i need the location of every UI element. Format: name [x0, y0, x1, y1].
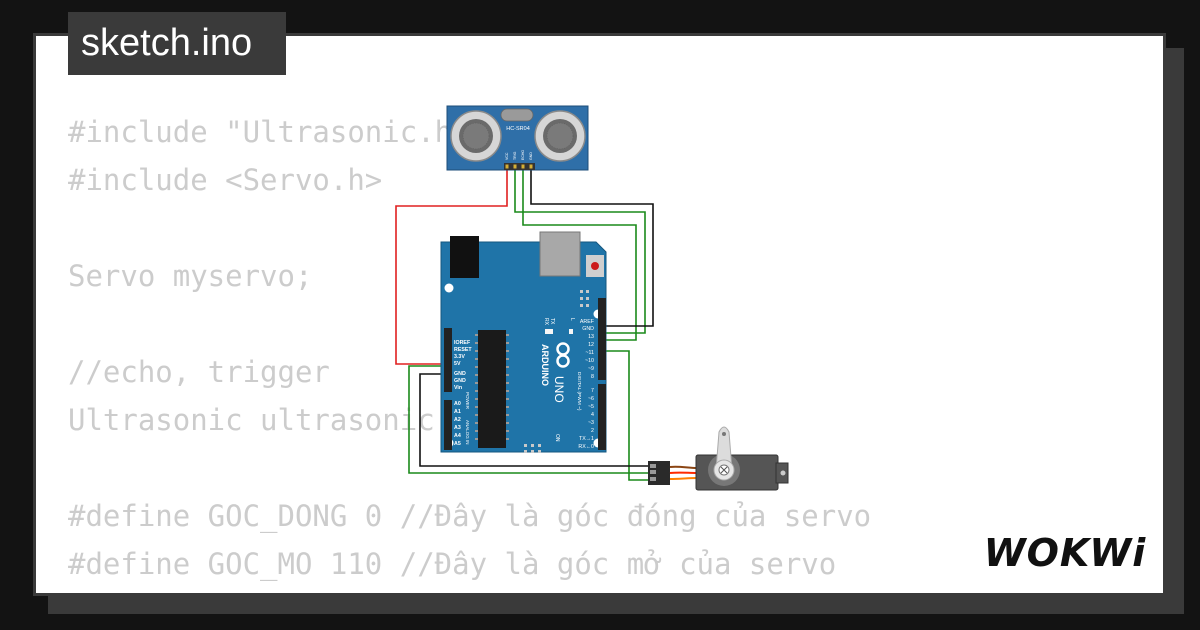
- code-line: #include "Ultrasonic.h": [68, 115, 470, 149]
- wire-trig: [514, 168, 646, 334]
- arduino-uno-board: IOREF RESET 3.3V 5V GND GND Vin A0 A1 A2…: [440, 231, 607, 453]
- digital-pin-label: ~9: [588, 366, 594, 372]
- led-label: L: [569, 318, 575, 321]
- digital-section-label: DIGITAL (PWM ~): [576, 372, 582, 411]
- board-logo: ARDUINO: [540, 344, 550, 386]
- sensor-pin-label: ECHO: [521, 150, 525, 160]
- power-pin-label: 3.3V: [454, 354, 465, 360]
- analog-pin-label: A1: [454, 409, 461, 415]
- analog-pin-label: A4: [454, 433, 461, 439]
- wokwi-logo: WOKWi: [984, 531, 1147, 575]
- digital-pin-label: 4: [591, 412, 594, 418]
- digital-pin-label: ~6: [588, 396, 594, 402]
- sensor-model-label: HC-SR04: [506, 126, 530, 132]
- digital-pin-label: 8: [591, 374, 594, 380]
- analog-pin-label: A3: [454, 425, 461, 431]
- digital-pin-label: ~3: [588, 420, 594, 426]
- wire-servo-power: [408, 365, 650, 474]
- analog-section-label: ANALOG IN: [465, 420, 470, 445]
- on-label: ON: [554, 434, 560, 442]
- power-pin-label: RESET: [454, 347, 472, 353]
- code-line: #define GOC_DONG 0 //Đây là góc đóng của…: [68, 499, 872, 533]
- wire-servo-gnd: [419, 373, 650, 467]
- ultrasonic-sensor: HC-SR04 VCC TRIG ECHO GND: [446, 105, 589, 171]
- digital-pin-label: 12: [588, 342, 594, 348]
- digital-pin-label: TX→1: [579, 436, 594, 442]
- power-pin-label: Vin: [454, 385, 462, 391]
- led-label: TX: [549, 318, 555, 325]
- wire-vcc: [395, 168, 508, 365]
- wires: [395, 168, 654, 481]
- analog-pin-label: A0: [454, 401, 461, 407]
- sensor-pin-label: GND: [529, 152, 533, 160]
- digital-pin-label: RX←0: [578, 444, 594, 450]
- digital-pin-label: AREF: [580, 319, 595, 325]
- sensor-pin-label: VCC: [505, 152, 509, 160]
- wire-gnd: [530, 168, 654, 327]
- code-line: Servo myservo;: [68, 259, 313, 293]
- digital-pin-label: 7: [591, 388, 594, 394]
- digital-pin-label: 2: [591, 428, 594, 434]
- servo-motor: [648, 426, 789, 491]
- digital-pin-label: 13: [588, 334, 594, 340]
- power-pin-label: GND: [454, 378, 466, 384]
- code-line: //echo, trigger: [68, 355, 330, 389]
- digital-pin-label: ~5: [588, 404, 594, 410]
- power-pin-label: 5V: [454, 361, 461, 367]
- circuit-diagram: HC-SR04 VCC TRIG ECHO GND: [395, 105, 789, 491]
- analog-pin-label: A2: [454, 417, 461, 423]
- power-pin-label: GND: [454, 371, 466, 377]
- sensor-pin-label: TRIG: [513, 151, 517, 160]
- wokwi-logo-text: WOKWi: [984, 531, 1147, 575]
- wire-echo: [522, 168, 637, 341]
- code-line: #include <Servo.h>: [68, 163, 383, 197]
- led-label: RX: [543, 318, 549, 326]
- power-pin-label: IOREF: [454, 340, 471, 346]
- wire-servo-signal: [602, 350, 650, 481]
- board-model: UNO: [552, 376, 566, 403]
- code-line: #define GOC_MO 110 //Đây là góc mở của s…: [68, 547, 837, 581]
- power-section-label: POWER: [465, 392, 470, 410]
- digital-pin-label: GND: [582, 326, 594, 332]
- digital-pin-label: ~11: [585, 350, 594, 356]
- arduino-infinity-icon: [556, 342, 570, 368]
- digital-pin-label: ~10: [585, 358, 594, 364]
- analog-pin-label: A5: [454, 441, 461, 447]
- file-title-tab: sketch.ino: [68, 12, 286, 75]
